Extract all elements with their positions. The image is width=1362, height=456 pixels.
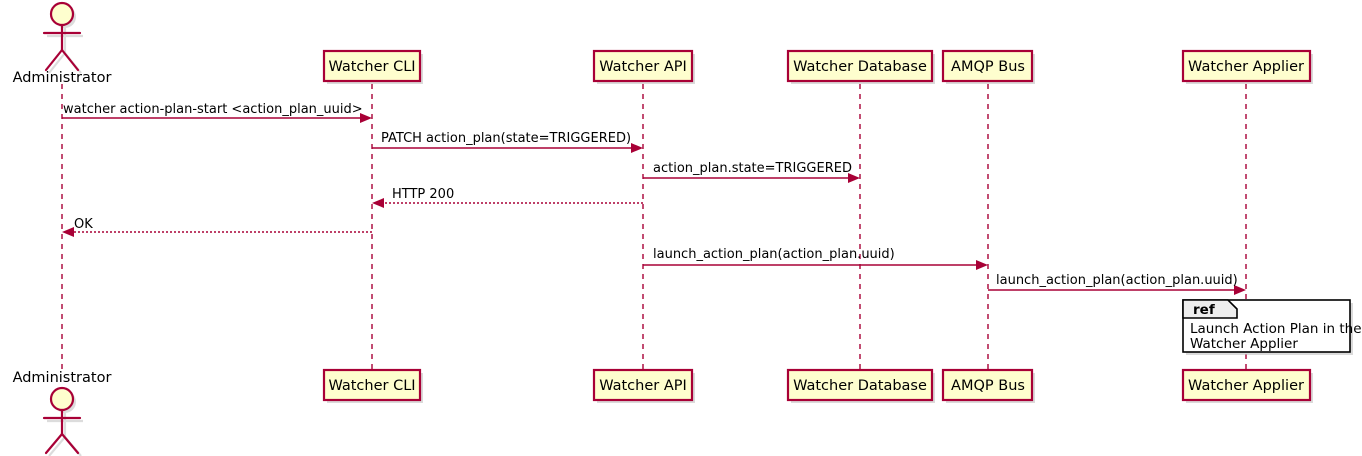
participant-box xyxy=(786,49,934,83)
participant-box xyxy=(322,49,422,83)
ref-fragment-launch-action-plan[interactable]: ref Launch Action Plan in the Watcher Ap… xyxy=(1182,299,1362,355)
participant-label-watcher-applier-top: Watcher Applier xyxy=(1188,59,1304,75)
participant-label-watcher-cli-bottom: Watcher CLI xyxy=(328,378,415,394)
participant-watcher-cli-bottom[interactable]: Watcher CLI xyxy=(322,368,423,403)
message-label: OK xyxy=(74,217,93,232)
actor-leg-left xyxy=(44,48,64,72)
participant-box xyxy=(1181,368,1312,402)
participant-box xyxy=(941,368,1034,402)
participant-box xyxy=(592,49,694,83)
participant-watcher-applier-top[interactable]: Watcher Applier xyxy=(1181,49,1313,84)
participant-box xyxy=(941,49,1034,83)
message-label: launch_action_plan(action_plan.uuid) xyxy=(996,273,1238,288)
actor-leg-left xyxy=(44,432,64,455)
participant-label-watcher-database-top: Watcher Database xyxy=(793,59,927,75)
message-http-200[interactable]: HTTP 200 xyxy=(372,187,643,208)
participant-amqp-bus-top[interactable]: AMQP Bus xyxy=(941,49,1035,84)
participant-watcher-cli-top[interactable]: Watcher CLI xyxy=(322,49,423,84)
participant-label-watcher-api-top: Watcher API xyxy=(599,59,687,75)
participant-amqp-bus-bottom[interactable]: AMQP Bus xyxy=(941,368,1035,403)
participant-box xyxy=(592,368,694,402)
participant-label-amqp-bus-top: AMQP Bus xyxy=(951,59,1025,75)
actor-leg-right xyxy=(60,48,80,72)
message-action-plan-state-triggered[interactable]: action_plan.state=TRIGGERED xyxy=(643,161,860,183)
actor-label-administrator-bottom: Administrator xyxy=(13,370,112,386)
arrow-head-right-icon xyxy=(631,143,643,153)
participant-label-watcher-api-bottom: Watcher API xyxy=(599,378,687,394)
participant-watcher-applier-bottom[interactable]: Watcher Applier xyxy=(1181,368,1313,403)
participant-watcher-api-bottom[interactable]: Watcher API xyxy=(592,368,695,403)
message-launch-action-plan-to-applier[interactable]: launch_action_plan(action_plan.uuid) xyxy=(988,273,1246,295)
actor-administrator-bottom[interactable]: Administrator xyxy=(13,370,112,456)
actor-leg-right xyxy=(60,432,80,455)
message-label: PATCH action_plan(state=TRIGGERED) xyxy=(381,131,631,146)
arrow-head-left-icon xyxy=(62,227,74,237)
participant-label-watcher-database-bottom: Watcher Database xyxy=(793,378,927,394)
ref-fragment-tab xyxy=(1182,299,1238,319)
lifelines-group xyxy=(61,84,1247,370)
actor-administrator-top[interactable]: Administrator xyxy=(13,1,112,86)
participant-watcher-database-top[interactable]: Watcher Database xyxy=(786,49,935,84)
message-label: watcher action-plan-start <action_plan_u… xyxy=(63,102,363,117)
ref-fragment-body-line-1: Launch Action Plan in the xyxy=(1190,321,1362,337)
arrow-head-left-icon xyxy=(372,198,384,208)
ref-fragment-body-line-2: Watcher Applier xyxy=(1190,336,1298,352)
participant-watcher-api-top[interactable]: Watcher API xyxy=(592,49,695,84)
participant-label-amqp-bus-bottom: AMQP Bus xyxy=(951,378,1025,394)
message-label: action_plan.state=TRIGGERED xyxy=(653,161,852,176)
ref-fragment-tab-label: ref xyxy=(1193,302,1215,318)
participant-box xyxy=(322,368,422,402)
message-ok[interactable]: OK xyxy=(62,217,372,237)
participant-label-watcher-applier-bottom: Watcher Applier xyxy=(1188,378,1304,394)
message-patch-action-plan[interactable]: PATCH action_plan(state=TRIGGERED) xyxy=(372,131,643,153)
participant-box xyxy=(786,368,934,402)
message-label: HTTP 200 xyxy=(392,187,454,202)
participant-box xyxy=(1181,49,1312,83)
actor-head-icon xyxy=(49,1,75,27)
arrow-head-right-icon xyxy=(1234,285,1246,295)
actor-label-administrator-top: Administrator xyxy=(13,70,112,86)
participant-label-watcher-cli-top: Watcher CLI xyxy=(328,59,415,75)
arrow-head-right-icon xyxy=(360,113,372,123)
message-watcher-action-plan-start[interactable]: watcher action-plan-start <action_plan_u… xyxy=(62,102,372,123)
arrow-head-right-icon xyxy=(848,173,860,183)
arrow-head-right-icon xyxy=(976,260,988,270)
message-launch-action-plan-to-bus[interactable]: launch_action_plan(action_plan.uuid) xyxy=(643,247,988,270)
message-label: launch_action_plan(action_plan.uuid) xyxy=(653,247,895,262)
actor-head-icon xyxy=(49,386,75,412)
participant-watcher-database-bottom[interactable]: Watcher Database xyxy=(786,368,935,403)
